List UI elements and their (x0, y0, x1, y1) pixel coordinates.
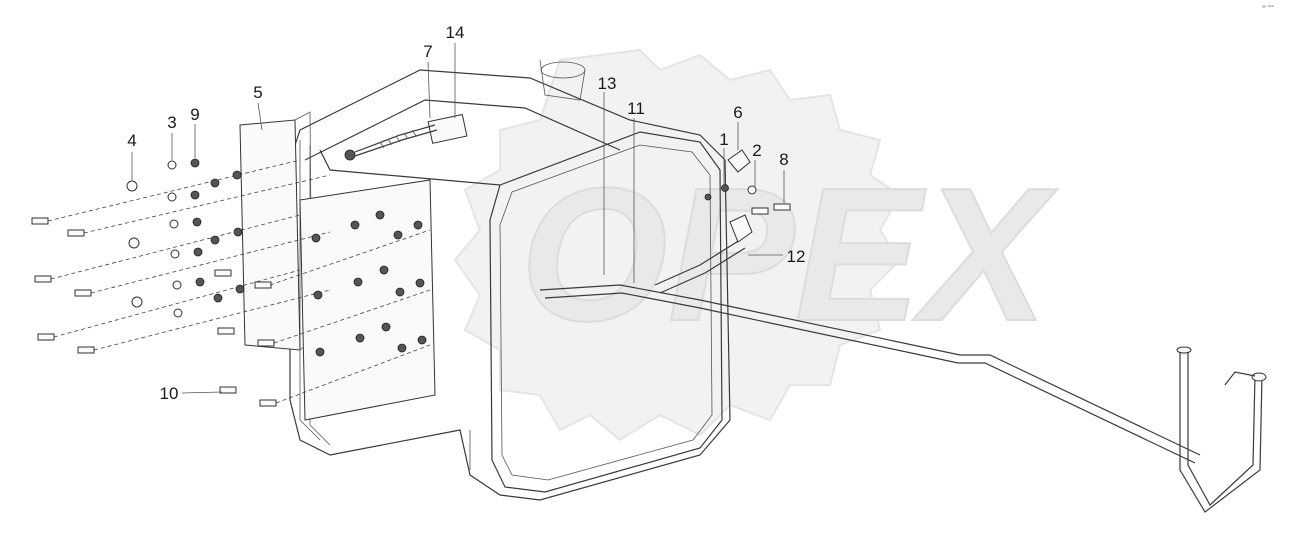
callout-3: 3 (167, 113, 176, 132)
washer (167, 160, 177, 170)
washer (167, 192, 177, 202)
washer (721, 184, 729, 192)
leader-lines (131, 43, 785, 394)
bolt (257, 339, 275, 347)
bolt (74, 289, 92, 297)
callout-14: 14 (446, 23, 465, 42)
nut (381, 322, 391, 332)
callout-2: 2 (752, 141, 761, 160)
callout-7: 7 (423, 42, 432, 61)
nut (379, 265, 389, 275)
bolt (67, 229, 85, 237)
nut (350, 220, 360, 230)
nut (235, 284, 245, 294)
fuel-sender-unit (344, 113, 468, 161)
nut (395, 287, 405, 297)
bolt (31, 217, 49, 225)
callout-10: 10 (160, 384, 179, 403)
washer (172, 280, 182, 290)
bolt (34, 275, 52, 283)
callout-labels: 1 2 3 4 5 6 7 8 9 10 11 12 13 14 (127, 23, 805, 403)
washer (747, 185, 757, 195)
callout-13: 13 (598, 74, 617, 93)
bolt (37, 333, 55, 341)
callout-6: 6 (733, 103, 742, 122)
washer (131, 296, 143, 308)
nut (397, 343, 407, 353)
nut (311, 233, 321, 243)
nut (210, 235, 220, 245)
nut (375, 210, 385, 220)
bolt (751, 207, 769, 215)
nut (233, 227, 243, 237)
elbow-fitting (729, 214, 753, 243)
nut (190, 190, 200, 200)
nut (213, 293, 223, 303)
nut (353, 277, 363, 287)
bolt (217, 327, 235, 335)
callout-9: 9 (190, 105, 199, 124)
washer-nut-group (126, 158, 427, 357)
nut (413, 220, 423, 230)
callout-12: 12 (787, 247, 806, 266)
elbow-fitting (727, 149, 751, 173)
washer (169, 219, 179, 229)
nut (192, 217, 202, 227)
bolt (219, 386, 237, 394)
callout-8: 8 (779, 150, 788, 169)
nut (195, 277, 205, 287)
washer (128, 237, 140, 249)
corner-code: ᵍᵖ ᵇᵇᵇ (1262, 5, 1274, 11)
bracket-plate (239, 111, 436, 421)
washer (170, 249, 180, 259)
callout-1: 1 (719, 130, 728, 149)
washer (173, 308, 183, 318)
nut (193, 247, 203, 257)
bolt-group (31, 217, 277, 407)
nut (232, 170, 242, 180)
washer (126, 180, 138, 192)
fuel-lines (319, 149, 1267, 513)
watermark-text: OPEX (520, 149, 1058, 361)
nut (313, 290, 323, 300)
nut (210, 178, 220, 188)
nut (393, 230, 403, 240)
bolt (214, 269, 232, 277)
bolt (773, 203, 791, 211)
bolt (77, 346, 95, 354)
bolt (259, 399, 277, 407)
fitting-group (704, 149, 791, 243)
bolt (254, 281, 272, 289)
callout-4: 4 (127, 131, 136, 150)
callout-11: 11 (627, 99, 645, 118)
nut (415, 278, 425, 288)
nut (315, 347, 325, 357)
assembly-lines (47, 159, 431, 404)
nut (190, 158, 200, 168)
callout-5: 5 (253, 83, 262, 102)
watermark-logo: OPEX (453, 48, 1059, 442)
nut (355, 333, 365, 343)
nut (417, 335, 427, 345)
